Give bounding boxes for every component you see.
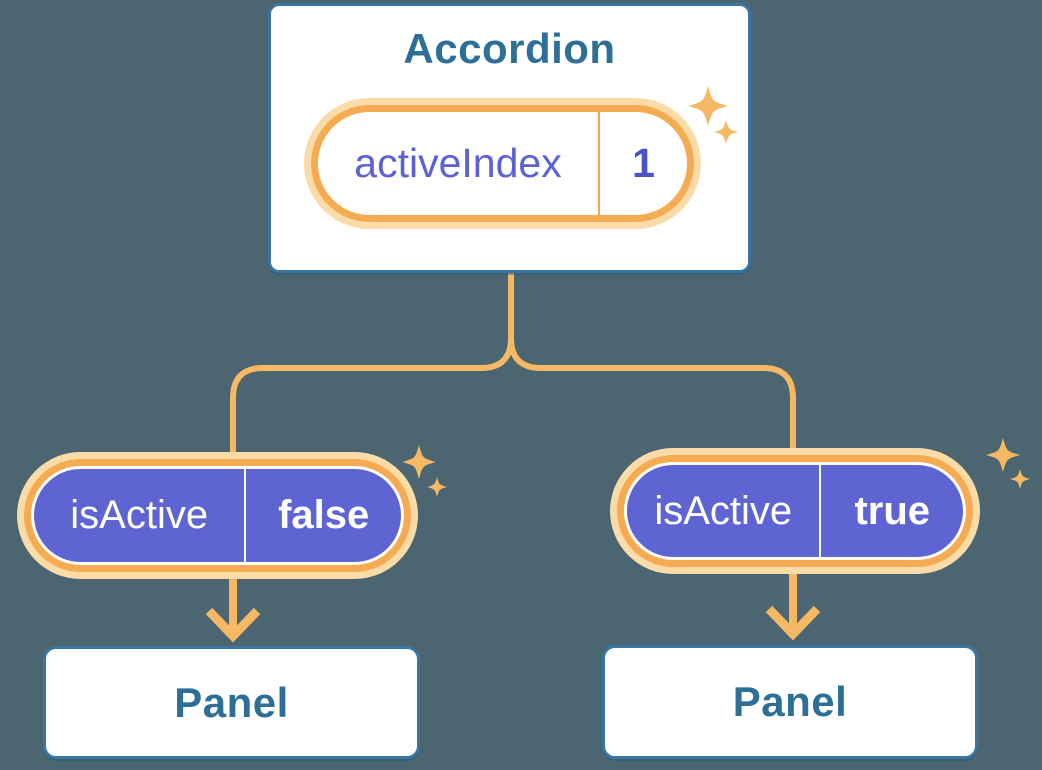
panel-title: Panel: [174, 678, 289, 726]
prop-pill-left-inner: isActive false: [34, 469, 401, 562]
accordion-box: Accordion activeIndex 1: [268, 3, 751, 273]
panel-box-right: Panel: [602, 645, 978, 759]
arrow-down-icon: [205, 607, 261, 643]
arrow-down-icon: [765, 605, 821, 641]
state-divider: [598, 112, 600, 215]
panel-title: Panel: [732, 678, 848, 725]
panel-box-left: Panel: [43, 646, 420, 759]
sparkle-icon: [402, 445, 447, 497]
prop-value: false: [278, 493, 370, 537]
prop-value: true: [854, 488, 931, 533]
prop-divider: [819, 465, 822, 557]
prop-pill-right-inner: isActive true: [627, 465, 963, 557]
prop-pill-right: isActive true: [617, 455, 973, 567]
state-name-label: activeIndex: [354, 140, 562, 186]
prop-name-label: isActive: [654, 488, 793, 533]
prop-name-label: isActive: [70, 493, 209, 537]
state-value: 1: [632, 140, 655, 186]
state-pill: activeIndex 1: [311, 105, 694, 222]
sparkle-icon: [986, 438, 1030, 489]
accordion-title: Accordion: [403, 25, 616, 72]
prop-pill-left: isActive false: [24, 459, 411, 572]
